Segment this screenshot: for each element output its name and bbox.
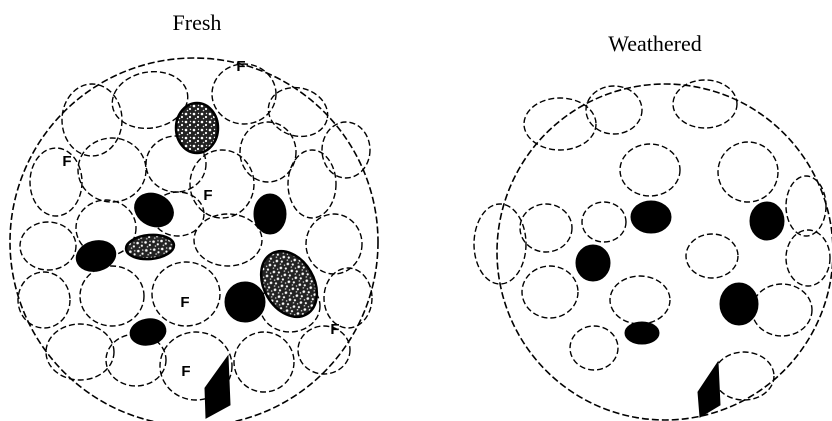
weathered-title: Weathered — [608, 31, 702, 56]
fresh-title: Fresh — [173, 10, 222, 35]
grain-label: F — [180, 294, 189, 311]
opaque-grain — [225, 282, 265, 322]
opaque-grain — [576, 245, 610, 281]
grain-label: F — [62, 153, 71, 170]
opaque-grain — [254, 194, 286, 234]
fresh-panel: Fresh — [10, 10, 378, 421]
speckled-grain — [176, 103, 218, 153]
opaque-grain — [631, 201, 671, 233]
grain-label: F — [181, 363, 190, 380]
grain-label: F — [330, 321, 339, 338]
grain-label: F — [203, 187, 212, 204]
opaque-grain — [720, 283, 758, 325]
opaque-grain — [750, 202, 784, 240]
grain-label: F — [236, 58, 245, 75]
opaque-grain — [625, 322, 659, 344]
weathered-panel: Weathered — [474, 31, 832, 420]
